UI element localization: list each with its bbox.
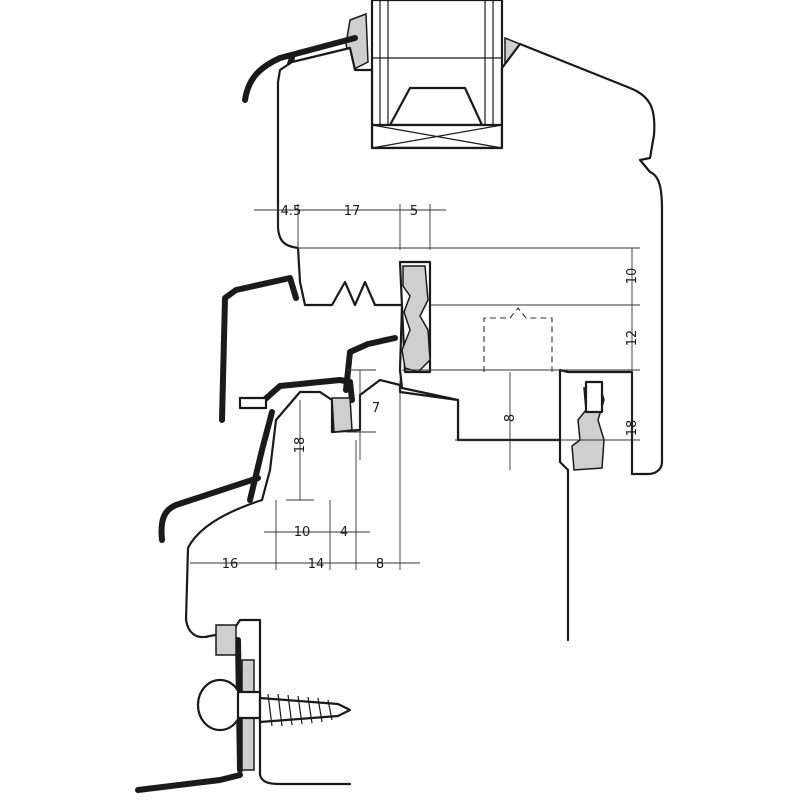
dimension-10-bottom: 10: [294, 525, 311, 540]
dimension-10-right: 10: [625, 268, 640, 285]
dimension-5: 5: [410, 204, 418, 219]
dimension-14: 14: [308, 557, 325, 572]
dimension-7: 7: [372, 401, 380, 416]
dimension-18-left: 18: [293, 437, 308, 454]
dimension-17: 17: [344, 204, 361, 219]
fixing-screw: [196, 678, 352, 732]
drip-cap-slot: [238, 396, 268, 410]
dimension-4-5: 4.5: [281, 204, 302, 219]
frame-lip: [343, 335, 398, 393]
sash-profile: [276, 42, 664, 476]
dimension-lines: [190, 204, 640, 570]
dimension-16: 16: [222, 557, 239, 572]
sash-drip-cap: [219, 275, 299, 423]
dimension-8-bottom: 8: [376, 557, 384, 572]
frame-center-gasket: [331, 397, 353, 433]
sill-drip-profile: [158, 475, 261, 543]
hardware-outline: [483, 307, 553, 372]
glazing-bead-clip: [242, 35, 358, 103]
dimension-18-right: 18: [625, 420, 640, 437]
glazing-unit: [370, 0, 504, 163]
dimension-labels: 4.5 17 5 10 12 18 7 8 18 10 4 16 14 8: [222, 204, 640, 572]
frame-gasket-slot: [584, 380, 604, 414]
frame-weather-rail: [259, 377, 355, 405]
dimension-12: 12: [625, 330, 640, 347]
frame-lower-leg: [247, 409, 275, 503]
dimension-4: 4: [340, 525, 348, 540]
dimension-8-mid: 8: [503, 414, 518, 422]
